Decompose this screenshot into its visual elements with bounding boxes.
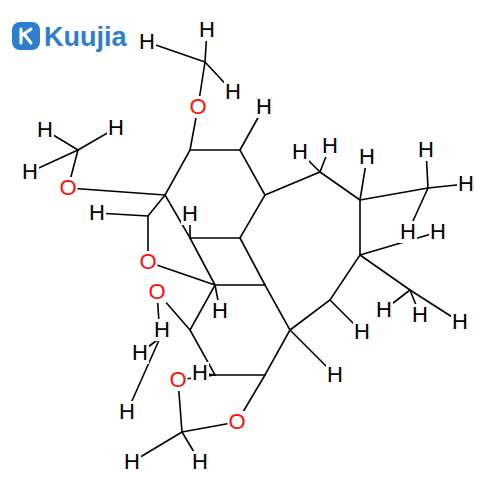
atom-label: H: [375, 299, 393, 321]
atom-label: H: [326, 364, 344, 386]
atom-label: O: [168, 369, 187, 391]
atom-label: H: [153, 319, 171, 341]
atom-label: O: [227, 411, 246, 433]
bonds: [30, 30, 466, 462]
atom-label: O: [58, 177, 77, 199]
atom-label: H: [107, 117, 125, 139]
atom-label: H: [131, 342, 149, 364]
atom-label: H: [399, 221, 417, 243]
atom-label: H: [191, 451, 209, 473]
atom-label: H: [429, 221, 447, 243]
atom-label: H: [417, 139, 435, 161]
atom-label: H: [181, 203, 199, 225]
atom-label: H: [321, 135, 339, 157]
atom-label: O: [138, 251, 157, 273]
atom-label: H: [123, 451, 141, 473]
atom-label: O: [188, 96, 207, 118]
atom-label: H: [191, 362, 209, 384]
atom-label: H: [353, 321, 371, 343]
atom-label: H: [291, 141, 309, 163]
atom-label: H: [457, 173, 475, 195]
atom-label: H: [88, 202, 106, 224]
atom-label: H: [411, 304, 429, 326]
atom-label: H: [198, 19, 216, 41]
atom-label: H: [255, 96, 273, 118]
atom-label: H: [224, 81, 242, 103]
atom-label: H: [118, 401, 136, 423]
atom-label: H: [36, 119, 54, 141]
watermark-logo: [12, 22, 40, 50]
atom-label: H: [358, 146, 376, 168]
atom-label: O: [147, 281, 166, 303]
atom-label: H: [211, 300, 229, 322]
watermark-text: Kuujia: [44, 21, 127, 53]
atom-label: H: [451, 311, 469, 333]
atom-label: H: [21, 161, 39, 183]
atom-label: H: [138, 31, 156, 53]
